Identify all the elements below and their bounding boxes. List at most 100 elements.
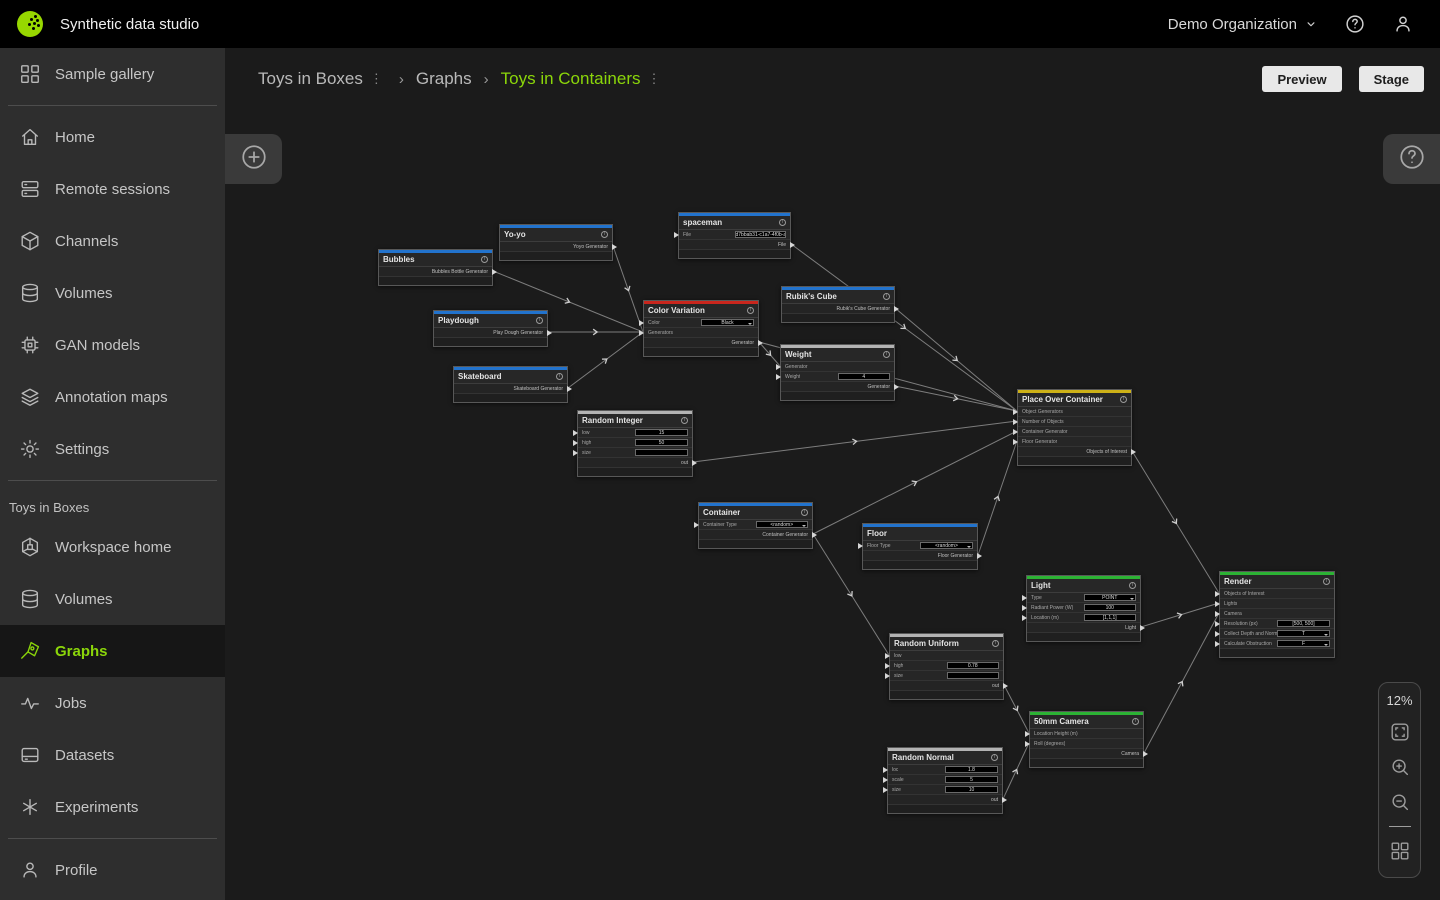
sidebar-item-channels[interactable]: Channels: [0, 215, 225, 267]
input-port[interactable]: [885, 663, 890, 669]
output-port[interactable]: [1140, 625, 1145, 631]
output-port[interactable]: [1143, 751, 1148, 757]
add-node-button[interactable]: [225, 134, 282, 184]
input-port[interactable]: [883, 777, 888, 783]
output-port[interactable]: [977, 553, 982, 559]
sidebar-item-volumes[interactable]: Volumes: [0, 573, 225, 625]
output-port[interactable]: [894, 306, 899, 312]
input-port[interactable]: [573, 440, 578, 446]
minimap-icon[interactable]: [1389, 840, 1411, 862]
sidebar-item-jobs[interactable]: Jobs: [0, 677, 225, 729]
param-input[interactable]: 5: [945, 776, 998, 783]
info-icon[interactable]: i: [747, 307, 754, 314]
input-port[interactable]: [1025, 741, 1030, 747]
input-port[interactable]: [1025, 731, 1030, 737]
input-port[interactable]: [885, 653, 890, 659]
preview-button[interactable]: Preview: [1262, 66, 1342, 92]
sidebar-item-volumes[interactable]: Volumes: [0, 267, 225, 319]
output-port[interactable]: [612, 244, 617, 250]
output-port[interactable]: [547, 330, 552, 336]
input-port[interactable]: [1215, 601, 1220, 607]
param-input[interactable]: 1.8: [945, 766, 998, 773]
input-port[interactable]: [776, 364, 781, 370]
output-port[interactable]: [812, 532, 817, 538]
param-input[interactable]: 50: [635, 439, 688, 446]
input-port[interactable]: [674, 232, 679, 238]
input-port[interactable]: [1013, 439, 1018, 445]
info-icon[interactable]: i: [481, 256, 488, 263]
profile-icon[interactable]: [1392, 13, 1414, 35]
param-input[interactable]: [500, 500]: [1277, 620, 1330, 627]
info-icon[interactable]: i: [681, 417, 688, 424]
output-port[interactable]: [1003, 683, 1008, 689]
sidebar-item-annotation-maps[interactable]: Annotation maps: [0, 371, 225, 423]
param-input[interactable]: [946, 672, 999, 679]
output-port[interactable]: [1002, 797, 1007, 803]
input-port[interactable]: [1215, 611, 1220, 617]
param-input[interactable]: 4: [837, 373, 890, 380]
param-select[interactable]: POINT: [1083, 594, 1136, 601]
stage-button[interactable]: Stage: [1358, 66, 1424, 92]
input-port[interactable]: [1022, 615, 1027, 621]
input-port[interactable]: [1215, 591, 1220, 597]
output-port[interactable]: [692, 460, 697, 466]
output-port[interactable]: [567, 386, 572, 392]
kebab-menu-icon[interactable]: ⋮: [647, 71, 661, 86]
canvas-help-button[interactable]: [1383, 134, 1440, 184]
help-icon[interactable]: [1344, 13, 1366, 35]
input-port[interactable]: [1013, 409, 1018, 415]
org-switcher[interactable]: Demo Organization: [1168, 16, 1318, 33]
param-input[interactable]: 15: [635, 429, 688, 436]
input-port[interactable]: [1215, 621, 1220, 627]
info-icon[interactable]: i: [1120, 396, 1127, 403]
param-input[interactable]: 100: [1083, 604, 1136, 611]
input-port[interactable]: [639, 320, 644, 326]
input-port[interactable]: [1022, 605, 1027, 611]
info-icon[interactable]: i: [1323, 578, 1330, 585]
input-port[interactable]: [776, 374, 781, 380]
sidebar-item-sample-gallery[interactable]: Sample gallery: [0, 48, 225, 100]
info-icon[interactable]: i: [1129, 582, 1136, 589]
info-icon[interactable]: i: [991, 754, 998, 761]
input-port[interactable]: [1013, 429, 1018, 435]
param-select[interactable]: Black: [701, 319, 754, 326]
output-port[interactable]: [894, 384, 899, 390]
param-select[interactable]: <random>: [755, 521, 808, 528]
sidebar-item-remote-sessions[interactable]: Remote sessions: [0, 163, 225, 215]
input-port[interactable]: [1215, 631, 1220, 637]
input-port[interactable]: [1022, 595, 1027, 601]
info-icon[interactable]: i: [883, 351, 890, 358]
sidebar-item-profile[interactable]: Profile: [0, 844, 225, 896]
sidebar-item-settings[interactable]: Settings: [0, 423, 225, 475]
param-input[interactable]: 0.78: [946, 662, 999, 669]
param-select[interactable]: T: [1277, 630, 1330, 637]
fit-view-icon[interactable]: [1389, 721, 1411, 743]
input-port[interactable]: [639, 330, 644, 336]
info-icon[interactable]: i: [779, 219, 786, 226]
input-port[interactable]: [883, 767, 888, 773]
output-port[interactable]: [1131, 449, 1136, 455]
param-select[interactable]: F: [1277, 640, 1330, 647]
sidebar-item-home[interactable]: Home: [0, 111, 225, 163]
input-port[interactable]: [1215, 641, 1220, 647]
input-port[interactable]: [885, 673, 890, 679]
info-icon[interactable]: i: [601, 231, 608, 238]
info-icon[interactable]: i: [536, 317, 543, 324]
param-input[interactable]: [1,1,1]: [1083, 614, 1136, 621]
kebab-menu-icon[interactable]: ⋮: [369, 71, 383, 86]
